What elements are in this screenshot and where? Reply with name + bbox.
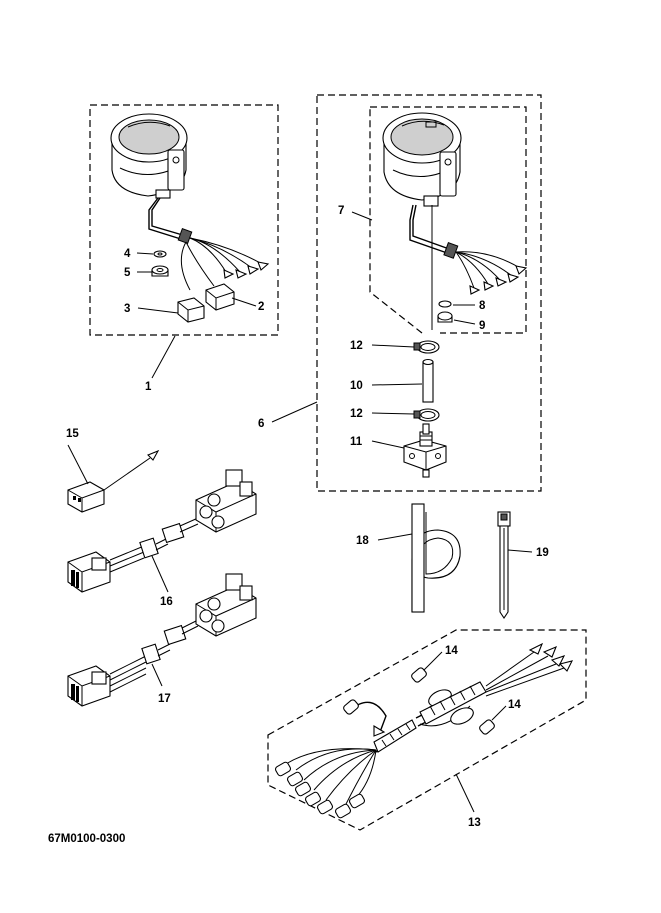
callout-14-upper: 14 bbox=[445, 645, 458, 657]
callout-11: 11 bbox=[350, 436, 363, 448]
callout-10: 10 bbox=[350, 380, 363, 392]
harness-16-plug-right bbox=[195, 469, 257, 533]
callout-9: 9 bbox=[479, 320, 485, 332]
harness-13-sleeve bbox=[373, 719, 417, 753]
callout-13: 13 bbox=[468, 817, 481, 829]
harness-13-right-leads bbox=[485, 642, 574, 697]
callout-4: 4 bbox=[124, 248, 131, 260]
harness-13-middle-branch bbox=[419, 681, 487, 727]
callout-2: 2 bbox=[258, 301, 264, 313]
group-6-dashed-frame bbox=[316, 94, 542, 492]
terminal-cap-14-lower bbox=[479, 719, 495, 735]
gauge-7 bbox=[382, 112, 462, 207]
pressure-sensor-11 bbox=[403, 423, 447, 478]
callout-18: 18 bbox=[356, 535, 369, 547]
gauge-7-wire-leads bbox=[455, 251, 528, 295]
harness-17-plug-left bbox=[67, 665, 111, 707]
callout-16: 16 bbox=[160, 596, 173, 608]
washer-8 bbox=[438, 300, 452, 308]
gauge-assembly-6: 8 9 7 bbox=[258, 94, 542, 492]
hose-clamp-12-upper bbox=[413, 340, 440, 354]
callout-6: 6 bbox=[258, 418, 264, 430]
callout-17: 17 bbox=[158, 693, 171, 705]
callout-14-lower: 14 bbox=[508, 699, 521, 711]
callout-7: 7 bbox=[338, 205, 344, 217]
group-1-dashed-frame bbox=[89, 104, 279, 336]
adapter-harness-16: 16 bbox=[67, 469, 257, 608]
callout-12-lower: 12 bbox=[350, 408, 363, 420]
terminal-cap-14-upper bbox=[411, 667, 427, 683]
callout-5: 5 bbox=[124, 267, 131, 279]
hose-18: 18 bbox=[356, 503, 461, 613]
callout-12-upper: 12 bbox=[350, 340, 363, 352]
wire-harness-13: 14 14 13 bbox=[267, 629, 587, 831]
harness-13-left-connectors bbox=[274, 748, 377, 819]
gauge-1-cable bbox=[151, 197, 187, 237]
gauge-1 bbox=[110, 113, 188, 199]
hose-clamp-12-lower bbox=[413, 408, 440, 422]
callout-15: 15 bbox=[66, 428, 79, 440]
connector-2 bbox=[205, 283, 235, 311]
gauge-1-wire-leads bbox=[180, 237, 270, 291]
connector-15: 15 bbox=[66, 428, 160, 513]
gauge-assembly-1: 4 5 3 2 1 bbox=[89, 104, 279, 393]
adapter-harness-17: 17 bbox=[67, 573, 257, 707]
drawing-code: 67M0100-0300 bbox=[48, 833, 125, 845]
callout-19: 19 bbox=[536, 547, 549, 559]
harness-16-plug-left bbox=[67, 551, 111, 593]
callout-1: 1 bbox=[145, 381, 152, 393]
washer-4 bbox=[153, 250, 167, 258]
callout-8: 8 bbox=[479, 300, 486, 312]
hose-10 bbox=[422, 358, 434, 403]
callout-3: 3 bbox=[124, 303, 130, 315]
cable-tie-19: 19 bbox=[497, 511, 549, 619]
group-7-dashed-frame bbox=[369, 106, 527, 334]
group-13-dashed-frame bbox=[267, 629, 587, 831]
harness-17-plug-right bbox=[195, 573, 257, 637]
connector-3 bbox=[177, 297, 205, 323]
